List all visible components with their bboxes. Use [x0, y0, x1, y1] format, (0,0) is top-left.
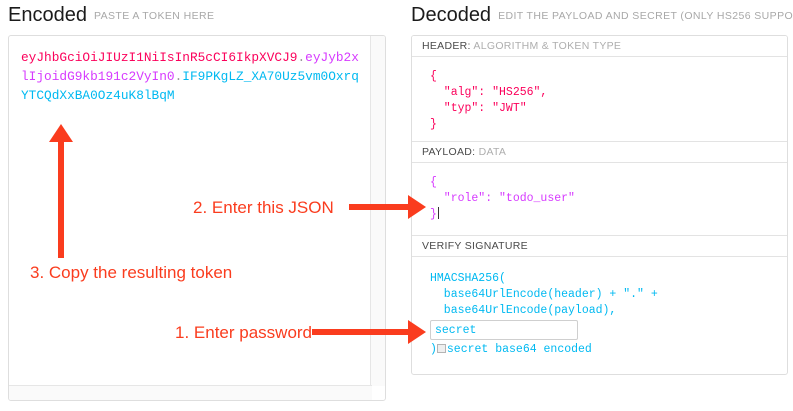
token-separator-1: .: [297, 50, 306, 65]
secret-input[interactable]: [430, 320, 578, 340]
token-separator-2: .: [174, 69, 183, 84]
encoded-subtitle: PASTE A TOKEN HERE: [93, 10, 215, 22]
encoded-title: Encoded: [8, 4, 87, 26]
encoded-token-text[interactable]: eyJhbGciOiJIUzI1NiIsInR5cCI6IkpXVCJ9.eyJ…: [21, 48, 365, 105]
signature-section-label: VERIFY SIGNATURE: [412, 236, 787, 257]
decoded-subtitle: EDIT THE PAYLOAD AND SECRET (ONLY HS256 …: [498, 10, 793, 22]
annotation-step-3-arrow-shaft: [58, 140, 64, 258]
token-payload-segment: eyJyb2xlIjoidG9kb191c2VyIn0: [21, 50, 359, 84]
payload-label-value: DATA: [478, 146, 507, 158]
annotation-step-3-arrow-head: [49, 124, 73, 142]
payload-line-1: {: [430, 176, 437, 189]
text-caret: [437, 207, 439, 219]
payload-line-2: "role": "todo_user": [430, 192, 575, 205]
annotation-step-2-text: 2. Enter this JSON: [193, 198, 334, 217]
signature-closing-paren: ): [430, 343, 437, 356]
decoded-panel: HEADER: ALGORITHM & TOKEN TYPE { "alg": …: [411, 35, 788, 375]
annotation-step-1-arrow-shaft: [312, 329, 411, 335]
header-label-key: HEADER:: [422, 40, 471, 52]
encoded-horizontal-scrollbar[interactable]: [9, 385, 372, 400]
annotation-step-1-text: 1. Enter password: [175, 323, 313, 342]
header-label-value: ALGORITHM & TOKEN TYPE: [473, 40, 622, 52]
header-section-label: HEADER: ALGORITHM & TOKEN TYPE: [412, 36, 787, 57]
signature-line-3: base64UrlEncode(payload),: [430, 304, 617, 317]
decoded-heading: Decoded EDIT THE PAYLOAD AND SECRET (ONLY…: [411, 4, 793, 27]
signature-line-1: HMACSHA256(: [430, 272, 506, 285]
payload-line-3: }: [430, 208, 437, 221]
encoded-heading: Encoded PASTE A TOKEN HERE: [8, 4, 214, 27]
encoded-token-panel[interactable]: eyJhbGciOiJIUzI1NiIsInR5cCI6IkpXVCJ9.eyJ…: [8, 35, 386, 401]
signature-body: HMACSHA256( base64UrlEncode(header) + ".…: [412, 257, 787, 374]
token-header-segment: eyJhbGciOiJIUzI1NiIsInR5cCI6IkpXVCJ9: [21, 50, 298, 65]
payload-section-label: PAYLOAD: DATA: [412, 142, 787, 163]
signature-line-2: base64UrlEncode(header) + "." +: [430, 288, 658, 301]
signature-label-key: VERIFY SIGNATURE: [422, 240, 528, 252]
annotation-step-3-text: 3. Copy the resulting token: [30, 263, 233, 282]
base64-encoded-checkbox[interactable]: [436, 344, 446, 353]
decoded-title: Decoded: [411, 4, 492, 26]
header-json-body: { "alg": "HS256", "typ": "JWT" }: [412, 57, 787, 142]
payload-json-editor[interactable]: { "role": "todo_user" }: [412, 163, 787, 236]
token-signature-segment: IF9PKgLZ_XA70Uz5vm0OxrqYTCQdXxBA0Oz4uK8l…: [21, 69, 359, 103]
base64-encoded-label: secret base64 encoded: [446, 343, 592, 356]
payload-label-key: PAYLOAD:: [422, 146, 476, 158]
annotation-step-2-arrow-head: [408, 195, 426, 219]
annotation-step-2-arrow-shaft: [349, 204, 411, 210]
annotation-step-1-arrow-head: [408, 320, 426, 344]
encoded-vertical-scrollbar[interactable]: [370, 36, 385, 386]
